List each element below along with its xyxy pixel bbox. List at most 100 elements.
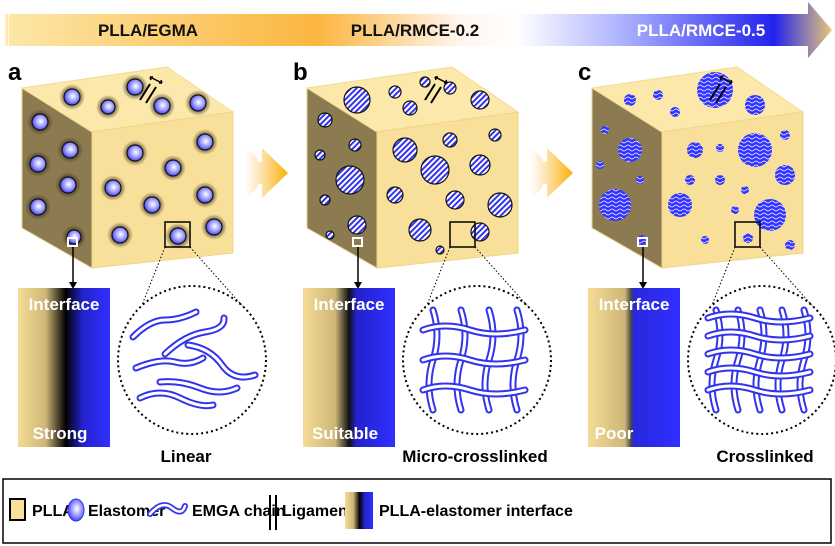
legend-plla: PLLA: [32, 503, 74, 520]
elastomer-particle: [61, 141, 79, 159]
interface-gradient: [303, 288, 395, 447]
elastomer-particle: [618, 138, 642, 162]
interface-zoom-box: [67, 237, 78, 247]
particle-zoom-box: [449, 221, 476, 248]
elastomer-particle: [668, 193, 692, 217]
transition-arrow-icon: [245, 148, 288, 198]
elastomer-particle: [601, 126, 609, 134]
chain: [706, 366, 812, 378]
elastomer-particle: [420, 155, 450, 185]
elastomer-particle: [785, 240, 795, 250]
plla-cube: [20, 66, 235, 269]
elastomer-particle: [731, 206, 739, 214]
chain: [131, 310, 198, 339]
chain: [163, 316, 226, 356]
legend: PLLA Elastomer EMGA chain Ligament PLLA-…: [2, 478, 832, 544]
chain: [706, 384, 812, 396]
panel-letter: a: [8, 59, 22, 86]
interface-gradient: [588, 288, 680, 447]
interface-swatch-icon: [345, 492, 373, 529]
elastomer-particle: [392, 137, 418, 163]
elastomer-particle: [29, 198, 47, 216]
elastomer-particle: [445, 190, 465, 210]
chain: [186, 343, 257, 379]
elastomer-particle: [402, 100, 418, 116]
elastomer-particle: [347, 215, 367, 235]
banner-arrow: [4, 2, 832, 58]
elastomer-particle: [624, 94, 636, 106]
plla-swatch-icon: [9, 498, 26, 521]
elastomer-particle: [780, 130, 790, 140]
arrow-down-icon: [69, 282, 77, 289]
plla-cube: [590, 66, 805, 269]
chain: [138, 391, 215, 408]
elastomer-particle: [408, 218, 432, 242]
banner-label-rmce-05: PLLA/RMCE-0.5: [637, 21, 765, 40]
interface-gradient: [18, 288, 110, 447]
elastomer-particle: [743, 233, 753, 243]
elastomer-particle: [314, 149, 326, 161]
elastomer-particle: [205, 218, 223, 236]
elastomer-particle: [775, 165, 795, 185]
elastomer-particle: [443, 81, 457, 95]
elastomer-particle: [319, 194, 331, 206]
elastomer-particle: [442, 132, 458, 148]
interface-strength: Strong: [33, 424, 88, 443]
chain: [754, 308, 766, 412]
interface-title: Interface: [599, 295, 670, 314]
elastomer-particle: [754, 199, 786, 231]
arrow-down-icon: [639, 282, 647, 289]
elastomer-particle: [685, 175, 695, 185]
elastomer-particle: [697, 72, 733, 108]
elastomer-particle: [196, 133, 214, 151]
elastomer-particle: [143, 196, 161, 214]
interface-strength: Suitable: [312, 424, 378, 443]
chain: [421, 354, 527, 366]
elastomer-particle: [63, 88, 81, 106]
elastomer-particle: [596, 161, 604, 169]
ligament-icon: [269, 495, 277, 530]
elastomer-particle: [169, 227, 187, 245]
elastomer-particle: [343, 86, 371, 114]
chain-type-label: Linear: [160, 447, 211, 466]
elastomer-particle: [348, 138, 362, 152]
elastomer-particle: [636, 176, 644, 184]
elastomer-particle: [189, 94, 207, 112]
panel-letter: b: [293, 59, 308, 86]
elastomer-particle: [653, 90, 663, 100]
chain: [158, 380, 239, 394]
elastomer-particle: [111, 226, 129, 244]
elastomer-particle: [164, 159, 182, 177]
elastomer-particle: [738, 133, 772, 167]
interface-title: Interface: [29, 295, 100, 314]
interface-zoom-box: [352, 237, 363, 247]
chain: [706, 348, 812, 360]
elastomer-particle: [470, 222, 490, 242]
elastomer-particle: [59, 176, 77, 194]
banner-label-rmce-02: PLLA/RMCE-0.2: [351, 21, 479, 40]
banner-label-egma: PLLA/EGMA: [98, 21, 198, 40]
elastomer-particle: [104, 179, 122, 197]
elastomer-particle: [435, 245, 445, 255]
transition-arrow-icon: [530, 148, 573, 198]
legend-ligament: Ligament: [282, 503, 354, 520]
chain: [421, 384, 527, 396]
legend-interface: PLLA-elastomer interface: [379, 503, 573, 520]
elastomer-particle: [745, 95, 765, 115]
elastomer-particle: [126, 144, 144, 162]
chain: [134, 356, 205, 370]
elastomer-particle: [335, 165, 365, 195]
elastomer-particle: [153, 97, 171, 115]
elastomer-particle: [716, 144, 724, 152]
elastomer-particle: [325, 230, 335, 240]
elastomer-particle: [687, 142, 703, 158]
interface-strength: Poor: [595, 424, 634, 443]
chain: [710, 308, 722, 412]
legend-chain: EMGA chain: [192, 503, 286, 520]
elastomer-particle: [388, 85, 402, 99]
ligament-marker: [139, 76, 163, 104]
legend-elastomer: Elastomer: [88, 503, 165, 520]
elastomer-chains: [129, 308, 259, 410]
